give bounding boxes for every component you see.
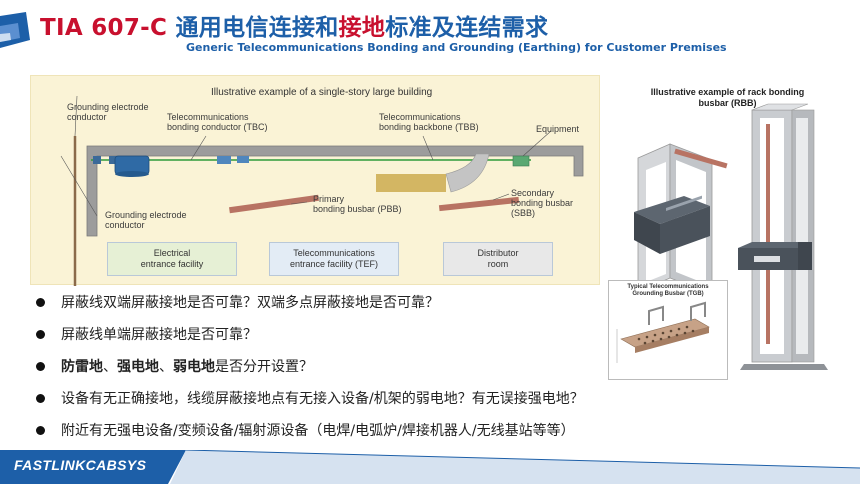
secondary-busbar (438, 196, 520, 212)
bullet-dot-icon (36, 329, 45, 339)
footer-banner (0, 450, 860, 484)
label-tbb: Telecommunications bonding backbone (TBB… (379, 112, 479, 132)
diagram-title: Illustrative example of a single-story l… (211, 87, 433, 98)
tgb-bracket (648, 305, 664, 325)
small-rack-frame (637, 143, 713, 295)
building-wall (86, 145, 584, 237)
tef-equipment (217, 156, 231, 164)
corner-logo-icon (0, 12, 30, 48)
rack-equipment-unit-right (738, 242, 812, 270)
bullet-dot-icon (36, 425, 45, 435)
building-bonding-diagram: Illustrative example of a single-story l… (30, 75, 600, 286)
bullet-item-3: 防雷地、强电地、弱电地 是否分开设置？ (36, 354, 313, 378)
junction-box (109, 156, 117, 164)
bullet-item-4: 设备有无正确接地，线缆屏蔽接地点有无接入设备/机架的弱电地？有无误接强电地？ (36, 386, 584, 410)
rack-busbar (674, 148, 728, 169)
bullet-dot-icon (36, 297, 45, 307)
rack-graphic (632, 103, 828, 370)
tgb-inset (608, 280, 728, 380)
term-signal-ground: 弱电地 (173, 359, 215, 375)
primary-busbar (229, 194, 319, 214)
rack-vertical-busbar (766, 124, 770, 344)
rack-equipment-unit-left (634, 195, 710, 254)
building-diagram-graphic (60, 95, 584, 286)
bullet-item-2: 屏蔽线单端屏蔽接地是否可靠？ (36, 322, 257, 346)
tgb-busbar (620, 318, 710, 353)
bullet-dot-icon (36, 393, 45, 403)
equipment-box (512, 155, 530, 167)
footer-brand: FASTLINKCABSYS (14, 457, 147, 473)
label-gec-bottom: Grounding electrode conductor (105, 210, 187, 230)
rbb-caption: Illustrative example of rack bonding bus… (650, 87, 805, 108)
label-tbc: Telecommunications bonding conductor (TB… (167, 112, 268, 132)
label-sbb: Secondary bonding busbar (SBB) (511, 188, 574, 218)
slide-header: TIA 607-C 通用电信连接和接地标准及连结需求 Generic Telec… (0, 0, 860, 58)
bullet-item-5: 附近有无强电设备/变频设备/辐射源设备（电焊/电弧炉/焊接机器人/无线基站等等） (36, 418, 575, 442)
tgb-caption: Typical Telecommunications Grounding Bus… (627, 284, 709, 297)
title-highlight: 接地 (338, 15, 386, 41)
tef-equipment (237, 156, 249, 163)
facility-telecom-entrance: Telecommunications entrance facility (TE… (269, 242, 399, 276)
facility-distributor-room: Distributor room (443, 242, 553, 276)
bullet-dot-icon (36, 361, 45, 371)
slide-subtitle: Generic Telecommunications Bonding and G… (186, 41, 727, 54)
tall-rack-frame (740, 103, 828, 370)
facility-electrical-entrance: Electrical entrance facility (107, 242, 237, 276)
cable-tray (376, 153, 490, 193)
title-standard: TIA 607-C (40, 15, 176, 41)
label-equipment: Equipment (536, 124, 580, 134)
tgb-holes (637, 325, 695, 345)
tgb-bracket (690, 301, 706, 321)
label-pbb: Primary bonding busbar (PBB) (313, 194, 402, 214)
term-lightning-ground: 防雷地 (61, 359, 103, 375)
rack-bonding-illustration (608, 78, 840, 378)
tgb-graphic (616, 301, 710, 363)
term-power-ground: 强电地 (117, 359, 159, 375)
slide-footer (0, 450, 860, 484)
label-gec-top: Grounding electrode conductor (67, 102, 149, 122)
title-part-1: 通用电信连接和 (175, 15, 339, 41)
title-part-2: 标准及连结需求 (385, 15, 549, 41)
slide-title: TIA 607-C 通用电信连接和接地标准及连结需求 (40, 8, 548, 42)
junction-box (93, 156, 101, 164)
bullet-item-1: 屏蔽线双端屏蔽接地是否可靠？双端多点屏蔽接地是否可靠？ (36, 290, 439, 314)
